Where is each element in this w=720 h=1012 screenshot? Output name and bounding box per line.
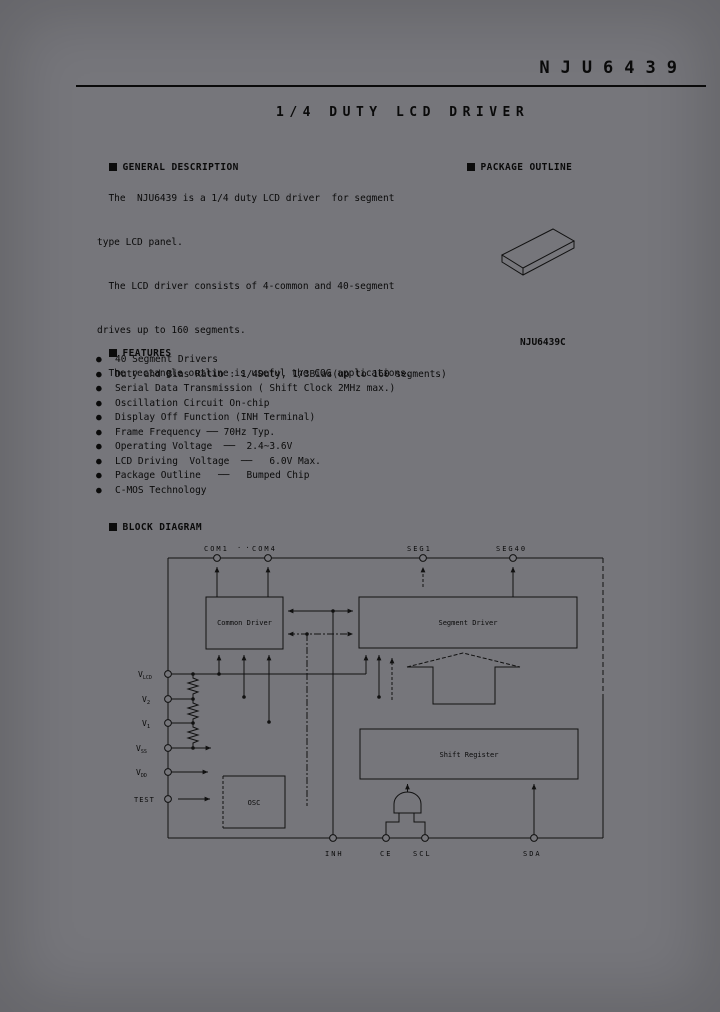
terminal-v2 bbox=[164, 695, 172, 703]
section-marker-icon bbox=[109, 163, 118, 171]
block-diagram: COM1 · · COM4 SEG1 SEG40 INH CE SCL SDA … bbox=[134, 544, 604, 858]
chip-boundary bbox=[167, 557, 604, 839]
terminal-seg40 bbox=[509, 554, 517, 562]
feature-item: Operating Voltage ── 2.4~3.6V bbox=[85, 440, 565, 455]
description-line: type LCD panel. bbox=[97, 236, 183, 248]
bias-resistor bbox=[186, 674, 200, 699]
label-com4: COM4 bbox=[252, 545, 277, 553]
bumped-chip-outline bbox=[500, 228, 576, 276]
connection-lines bbox=[171, 567, 537, 835]
terminal-scl bbox=[421, 834, 429, 842]
terminal-vlcd bbox=[164, 670, 172, 678]
block-diagram-heading: BLOCK DIAGRAM bbox=[85, 511, 202, 544]
label-osc: OSC bbox=[248, 799, 261, 807]
feature-item: LCD Driving Voltage ── 6.0V Max. bbox=[85, 455, 565, 470]
and-gate bbox=[393, 791, 422, 814]
feature-item: Serial Data Transmission ( Shift Clock 2… bbox=[85, 382, 565, 397]
terminal-test bbox=[164, 795, 172, 803]
label-seg40: SEG40 bbox=[496, 545, 527, 553]
feature-item: Oscillation Circuit On-chip bbox=[85, 397, 565, 412]
section-marker-icon bbox=[109, 523, 118, 531]
terminal-vdd bbox=[164, 768, 172, 776]
feature-item: 40 Segment Drivers bbox=[85, 353, 565, 368]
bus-arrow bbox=[406, 652, 521, 705]
label-segment-driver: Segment Driver bbox=[438, 619, 497, 627]
feature-item: Package Outline ── Bumped Chip bbox=[85, 469, 565, 484]
label-vss: VSS bbox=[136, 744, 147, 755]
block-diagram-heading-label: BLOCK DIAGRAM bbox=[122, 522, 203, 533]
package-outline-heading: PACKAGE OUTLINE bbox=[443, 151, 572, 184]
page-title: 1/4 DUTY LCD DRIVER bbox=[276, 105, 530, 120]
common-driver-block bbox=[205, 596, 284, 650]
label-v2: V2 bbox=[142, 695, 150, 706]
general-description-heading-label: GENERAL DESCRIPTION bbox=[122, 162, 239, 173]
label-sda: SDA bbox=[523, 850, 542, 858]
header-rule bbox=[76, 85, 706, 87]
part-number: NJU6439 bbox=[539, 58, 688, 78]
feature-item: Frame Frequency ── 70Hz Typ. bbox=[85, 426, 565, 441]
label-seg1: SEG1 bbox=[407, 545, 432, 553]
terminal-v1 bbox=[164, 719, 172, 727]
feature-item: C-MOS Technology bbox=[85, 484, 565, 499]
label-common-driver: Common Driver bbox=[217, 619, 272, 627]
terminal-com1 bbox=[213, 554, 221, 562]
terminal-inh bbox=[329, 834, 337, 842]
terminal-seg1 bbox=[419, 554, 427, 562]
chip-name: NJU6439C bbox=[520, 337, 566, 348]
features-list: 40 Segment Drivers Duty and Bias Ratio :… bbox=[85, 353, 565, 498]
description-line: drives up to 160 segments. bbox=[97, 324, 246, 336]
label-test: TEST bbox=[134, 796, 155, 804]
terminal-sda bbox=[530, 834, 538, 842]
label-ce: CE bbox=[380, 850, 392, 858]
shift-register-block bbox=[359, 728, 579, 780]
label-v1: V1 bbox=[142, 719, 150, 730]
label-com1: COM1 bbox=[204, 545, 229, 553]
feature-item: Display Off Function (INH Terminal) bbox=[85, 411, 565, 426]
package-outline-heading-label: PACKAGE OUTLINE bbox=[480, 162, 573, 173]
terminal-vss bbox=[164, 744, 172, 752]
label-inh: INH bbox=[325, 850, 344, 858]
description-line: The LCD driver consists of 4-common and … bbox=[97, 280, 395, 292]
feature-item: Duty and Bias Ratio : 1/4Duty, 1/3Bias(u… bbox=[85, 368, 565, 383]
package-outline-drawing bbox=[500, 228, 576, 276]
label-com-dots: · · bbox=[237, 544, 250, 552]
junction-dots bbox=[191, 609, 381, 750]
label-shift-register: Shift Register bbox=[439, 751, 498, 759]
label-vlcd: VLCD bbox=[138, 670, 152, 681]
description-line: The NJU6439 is a 1/4 duty LCD driver for… bbox=[97, 193, 395, 205]
label-scl: SCL bbox=[413, 850, 432, 858]
terminal-ce bbox=[382, 834, 390, 842]
general-description-heading: GENERAL DESCRIPTION bbox=[85, 151, 239, 184]
terminal-com4 bbox=[264, 554, 272, 562]
label-vdd: VDD bbox=[136, 768, 147, 779]
segment-driver-block bbox=[358, 596, 578, 649]
bias-resistor bbox=[186, 699, 200, 723]
bias-resistor bbox=[186, 723, 200, 748]
section-marker-icon bbox=[467, 163, 476, 171]
osc-block bbox=[222, 775, 286, 829]
